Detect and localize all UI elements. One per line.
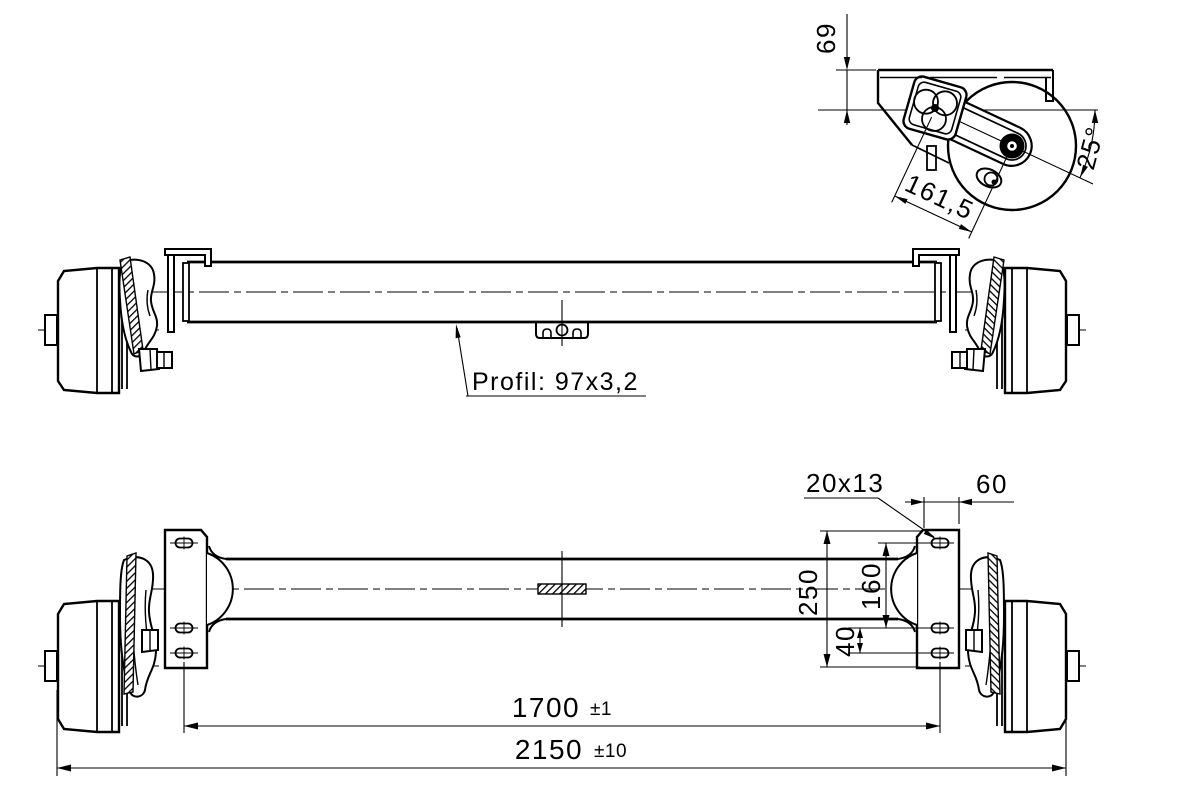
dim-track-width: 1700 ±1: [183, 662, 941, 733]
dim-60-label: 60: [976, 469, 1008, 499]
bracket-end-lip: [1045, 70, 1054, 102]
dim-2150-tolerance: ±10: [594, 741, 627, 762]
dim-1700-label: 1700: [512, 692, 580, 723]
dim-1700-tolerance: ±1: [590, 699, 612, 720]
dim-slot-gap-lower: 40: [830, 625, 928, 657]
dim-160-label: 160: [856, 562, 886, 610]
dim-20x13-label: 20x13: [806, 468, 884, 498]
dim-2150-label: 2150: [515, 734, 583, 765]
brake-drum-circle: [946, 80, 1078, 212]
profile-note-label: Profil: 97x3,2: [472, 368, 639, 396]
dim-height-offset: 69: [811, 14, 876, 125]
dim-slot-gap-upper: 160: [848, 542, 930, 629]
dim-plate-height: 250: [793, 530, 922, 668]
dim-plate-offset: 60: [905, 469, 1014, 528]
dim-40-label: 40: [830, 625, 860, 657]
detail-view: 69 161,5 25°: [811, 14, 1110, 239]
dim-overall-length: 2150 ±10: [56, 690, 1067, 776]
profile-note: Profil: 97x3,2: [455, 324, 646, 397]
dim-slot-size: 20x13: [804, 468, 936, 539]
bracket-body-edge: [876, 70, 913, 146]
dim-250-label: 250: [793, 568, 823, 616]
dim-69-label: 69: [811, 22, 841, 54]
plan-view: 20x13 60 250: [36, 468, 1088, 776]
arm-bolt-tab: [926, 145, 937, 171]
front-view: Profil: 97x3,2: [36, 247, 1088, 397]
rubber-cords: [913, 88, 958, 132]
